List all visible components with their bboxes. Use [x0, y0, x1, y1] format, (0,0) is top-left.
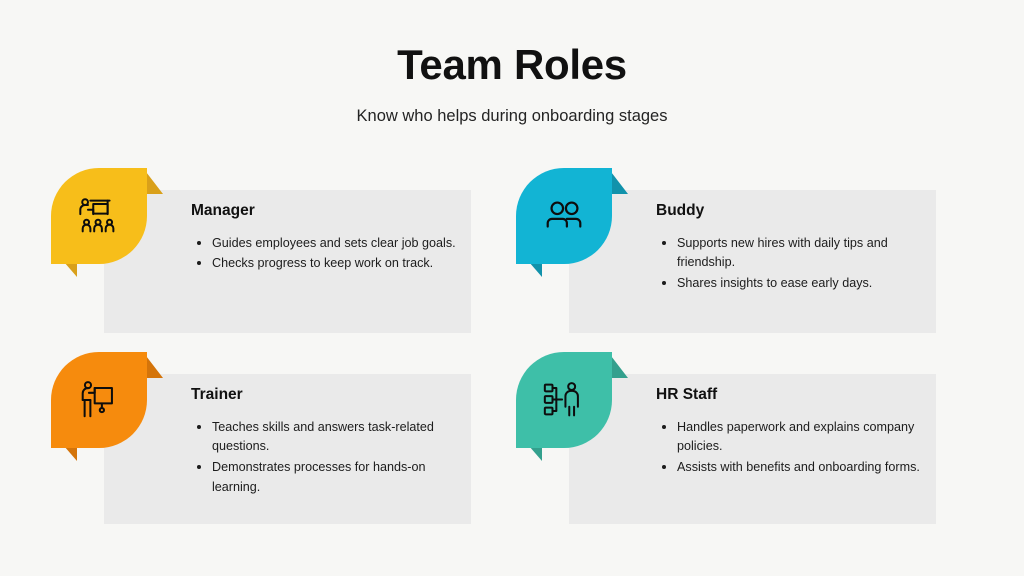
bullet-dot	[197, 424, 201, 429]
slide-header: Team Roles Know who helps during onboard…	[0, 41, 1024, 128]
list-item: Handles paperwork and explains company p…	[656, 418, 934, 458]
role-icon-badge	[516, 352, 626, 467]
person-at-whiteboard-icon	[76, 377, 122, 423]
list-item: Guides employees and sets clear job goal…	[191, 234, 469, 254]
list-item: Shares insights to ease early days.	[656, 274, 934, 294]
bullet-text: Teaches skills and answers task-related …	[212, 419, 434, 454]
role-title: Buddy	[656, 202, 705, 219]
role-card-trainer[interactable]: Trainer Teaches skills and answers task-…	[51, 352, 471, 524]
bullet-dot	[662, 424, 666, 429]
bullet-text: Supports new hires with daily tips and f…	[677, 235, 888, 270]
role-title: Manager	[191, 202, 255, 219]
presenter-with-audience-icon	[76, 193, 122, 239]
bullet-dot	[197, 465, 201, 470]
role-title: Trainer	[191, 386, 243, 403]
list-item: Teaches skills and answers task-related …	[191, 418, 469, 458]
list-item: Supports new hires with daily tips and f…	[656, 234, 934, 274]
bullet-text: Demonstrates processes for hands-on lear…	[212, 460, 426, 495]
role-card-hr-staff[interactable]: HR Staff Handles paperwork and explains …	[516, 352, 936, 524]
card-content: Manager Guides employees and sets clear …	[191, 202, 469, 275]
card-panel	[104, 374, 471, 524]
bullet-dot	[197, 240, 201, 245]
page-subtitle: Know who helps during onboarding stages	[356, 107, 668, 126]
role-icon-badge	[51, 168, 161, 283]
role-card-grid: Manager Guides employees and sets clear …	[0, 168, 1024, 528]
role-bullet-list: Teaches skills and answers task-related …	[191, 418, 469, 499]
role-bullet-list: Supports new hires with daily tips and f…	[656, 234, 934, 295]
card-content: Buddy Supports new hires with daily tips…	[656, 202, 934, 295]
bullet-text: Handles paperwork and explains company p…	[677, 419, 915, 454]
role-bullet-list: Guides employees and sets clear job goal…	[191, 234, 469, 275]
role-card-buddy[interactable]: Buddy Supports new hires with daily tips…	[516, 168, 936, 333]
org-chart-person-icon	[541, 377, 587, 423]
role-title: HR Staff	[656, 386, 718, 403]
list-item: Assists with benefits and onboarding for…	[656, 458, 934, 478]
page-title: Team Roles	[397, 41, 627, 88]
bullet-dot	[662, 465, 666, 470]
list-item: Checks progress to keep work on track.	[191, 254, 469, 274]
two-people-icon	[541, 193, 587, 239]
list-item: Demonstrates processes for hands-on lear…	[191, 458, 469, 498]
badge-leaf-shape	[51, 352, 147, 448]
card-panel	[569, 374, 936, 524]
bullet-text: Assists with benefits and onboarding for…	[677, 460, 920, 475]
role-icon-badge	[51, 352, 161, 467]
card-panel	[104, 190, 471, 333]
bullet-dot	[662, 281, 666, 286]
card-content: Trainer Teaches skills and answers task-…	[191, 386, 469, 499]
badge-leaf-shape	[51, 168, 147, 264]
bullet-text: Guides employees and sets clear job goal…	[212, 235, 456, 250]
card-panel	[569, 190, 936, 333]
card-content: HR Staff Handles paperwork and explains …	[656, 386, 934, 479]
badge-leaf-shape	[516, 168, 612, 264]
bullet-text: Shares insights to ease early days.	[677, 276, 873, 291]
role-icon-badge	[516, 168, 626, 283]
role-bullet-list: Handles paperwork and explains company p…	[656, 418, 934, 479]
role-card-manager[interactable]: Manager Guides employees and sets clear …	[51, 168, 471, 333]
bullet-dot	[197, 261, 201, 266]
bullet-text: Checks progress to keep work on track.	[212, 256, 434, 271]
bullet-dot	[662, 240, 666, 245]
badge-leaf-shape	[516, 352, 612, 448]
